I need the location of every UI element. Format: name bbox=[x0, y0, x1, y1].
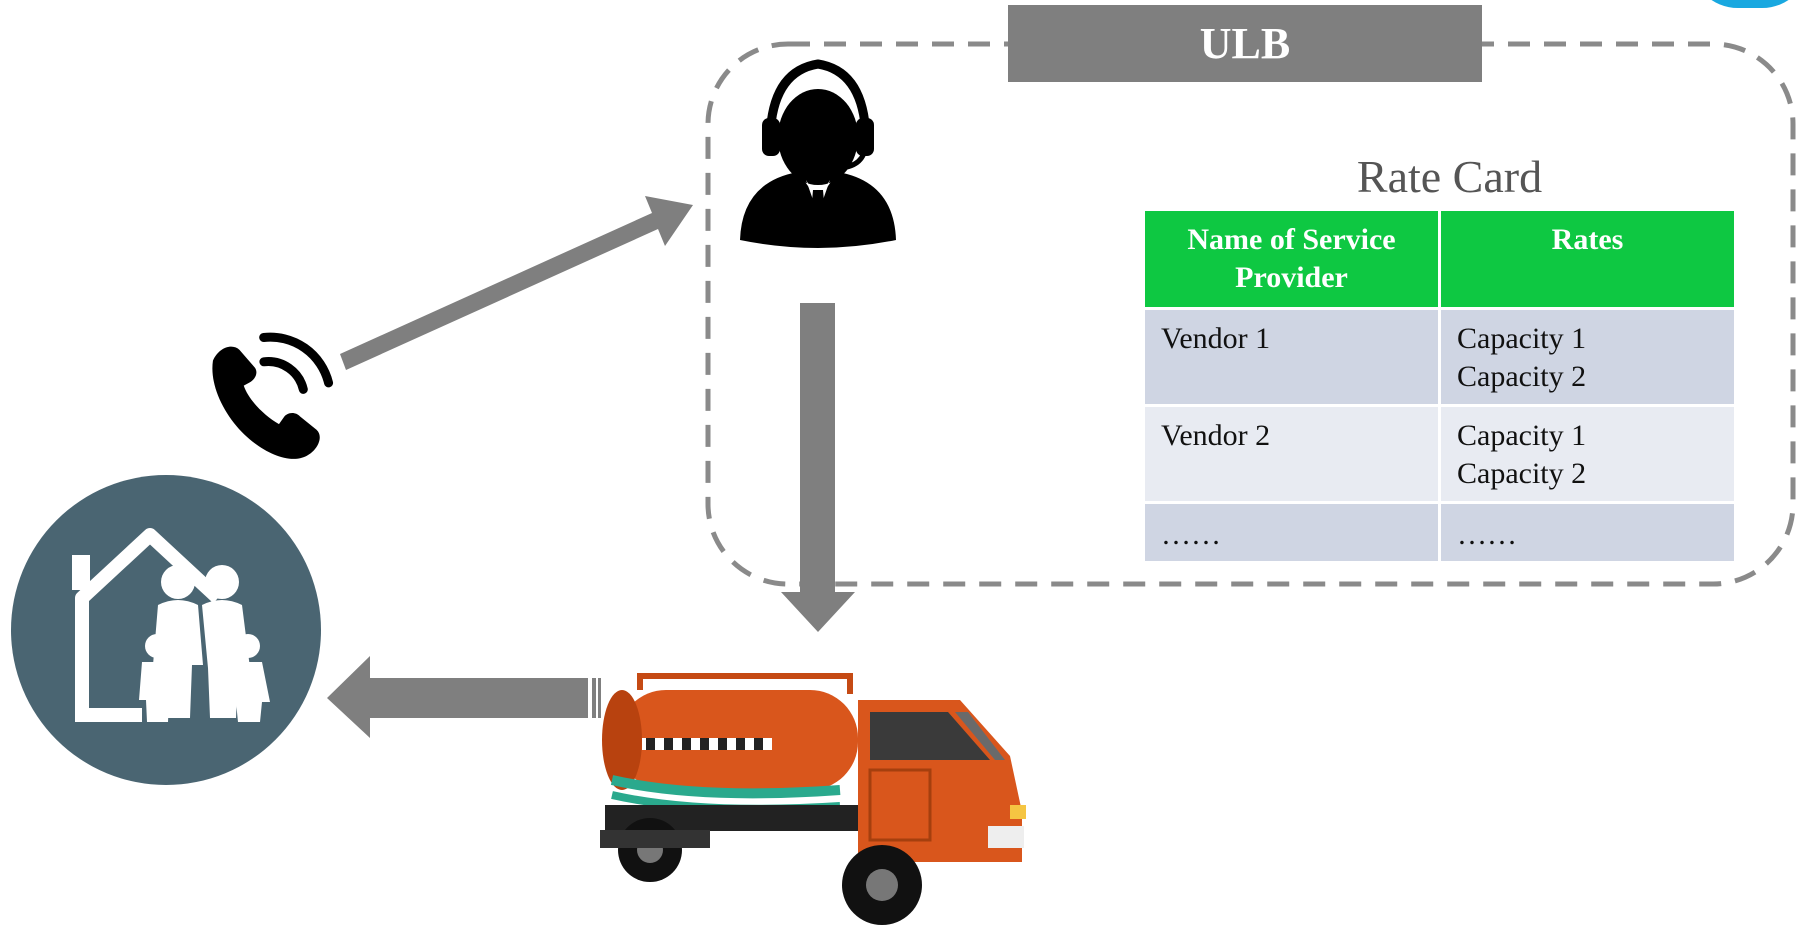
house-family-icon bbox=[11, 475, 321, 785]
header-line: Rates bbox=[1551, 223, 1624, 256]
column-header-rates: Rates bbox=[1441, 211, 1734, 307]
call-arrow bbox=[340, 196, 693, 370]
table-row: Vendor 2 Capacity 1 Capacity 2 bbox=[1145, 407, 1734, 501]
rate-line: …… bbox=[1457, 518, 1517, 551]
ulb-banner: ULB bbox=[1008, 5, 1482, 82]
rate-line: Capacity 1 bbox=[1457, 419, 1587, 452]
call-center-agent-icon bbox=[740, 59, 896, 248]
rate-card-title: Rate Card bbox=[1356, 151, 1543, 202]
table-row: …… …… bbox=[1145, 504, 1734, 561]
dispatch-arrow bbox=[781, 303, 855, 632]
provider-cell: Vendor 1 bbox=[1145, 310, 1438, 404]
provider-cell: Vendor 2 bbox=[1145, 407, 1438, 501]
service-arrow bbox=[327, 656, 601, 738]
corner-badge bbox=[1690, 0, 1803, 8]
provider-cell: …… bbox=[1145, 504, 1438, 561]
rate-card-table: Name of Service Provider Rates Vendor 1 … bbox=[1142, 208, 1737, 564]
header-line: Provider bbox=[1235, 261, 1348, 294]
rates-cell: Capacity 1 Capacity 2 bbox=[1441, 407, 1734, 501]
rates-cell: …… bbox=[1441, 504, 1734, 561]
table-row: Vendor 1 Capacity 1 Capacity 2 bbox=[1145, 310, 1734, 404]
rate-table-header-row: Name of Service Provider Rates bbox=[1145, 211, 1734, 307]
rate-line: Capacity 2 bbox=[1457, 360, 1587, 393]
header-line: Name of Service bbox=[1187, 223, 1396, 256]
column-header-provider: Name of Service Provider bbox=[1145, 211, 1438, 307]
rate-line: Capacity 1 bbox=[1457, 322, 1587, 355]
septic-tanker-truck-image bbox=[600, 673, 1026, 925]
ulb-boundary bbox=[705, 41, 1796, 587]
rates-cell: Capacity 1 Capacity 2 bbox=[1441, 310, 1734, 404]
rate-line: Capacity 2 bbox=[1457, 457, 1587, 490]
phone-call-icon bbox=[212, 332, 334, 459]
